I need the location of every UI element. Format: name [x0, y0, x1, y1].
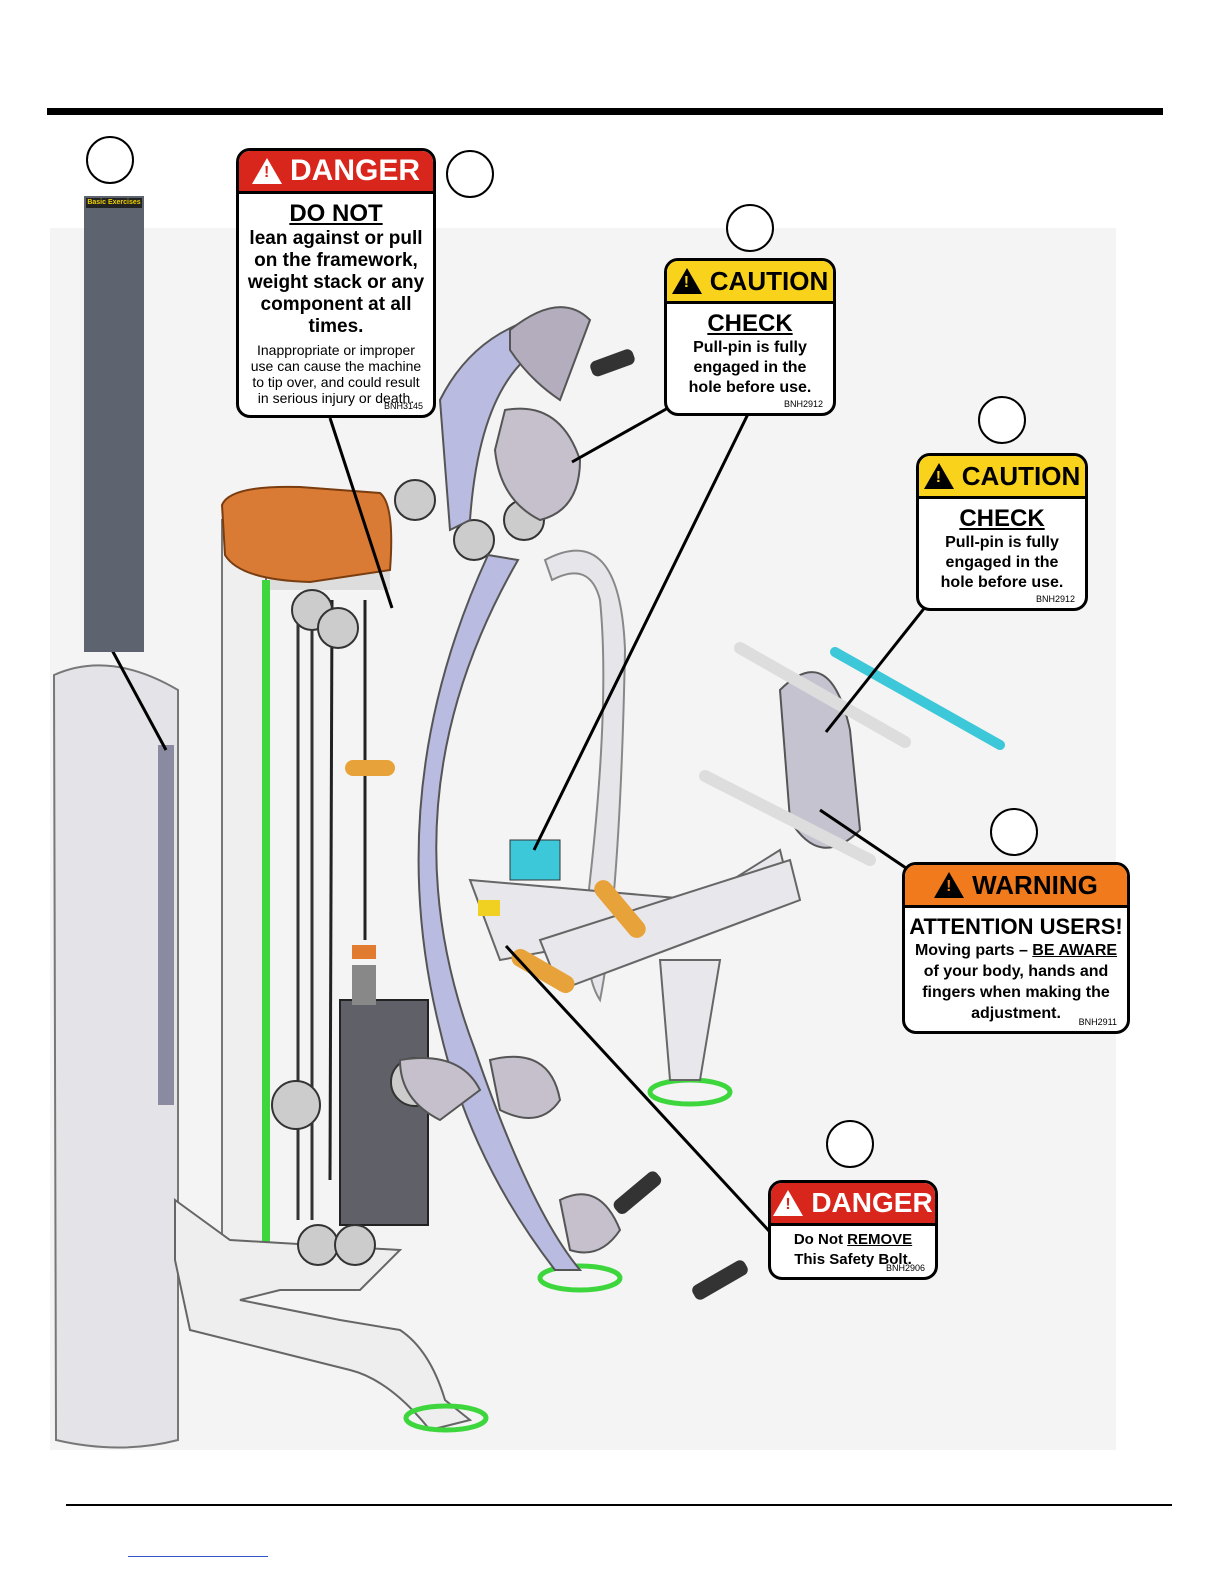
- top-cap: [220, 485, 393, 584]
- danger-label-bnh2906: DANGER Do Not REMOVE This Safety Bolt. B…: [768, 1180, 938, 1280]
- footer-link-underline: [128, 1556, 268, 1557]
- main-column: [221, 519, 267, 1291]
- caution-heading: CHECK: [707, 310, 793, 337]
- base-frame: [174, 1198, 473, 1432]
- lower-handle: [613, 1171, 662, 1215]
- callout-circle-6: [826, 1120, 874, 1168]
- label-code: BNH2911: [1078, 1017, 1117, 1027]
- roller: [511, 949, 575, 993]
- callout-circle-4: [978, 396, 1026, 444]
- caution-header: CAUTION: [667, 261, 833, 304]
- leader-line: [819, 808, 907, 870]
- lower-cam: [558, 1193, 622, 1254]
- leader-line: [328, 417, 394, 609]
- callout-circle-1: [86, 136, 134, 184]
- warning-triangle-icon: [671, 268, 702, 294]
- weight-stack: [339, 999, 429, 1226]
- warning-header: WARNING: [905, 865, 1127, 908]
- warning-triangle-icon: [923, 463, 954, 489]
- caution-label-bnh2912: CAUTION CHECK Pull-pin is fully engaged …: [664, 258, 836, 416]
- callout-circle-2: [446, 150, 494, 198]
- exercise-chart-title: Basic Exercises: [86, 198, 142, 208]
- pin-tag: [478, 900, 500, 916]
- bottom-rule: [66, 1504, 1172, 1506]
- leader-line: [824, 605, 928, 733]
- label-code: BNH2912: [1035, 594, 1075, 604]
- warning-triangle-icon: [251, 158, 282, 184]
- leader-line: [504, 944, 772, 1234]
- leg-bar: [734, 642, 911, 748]
- caution-heading: CHECK: [959, 505, 1045, 532]
- warning-triangle-icon: [773, 1190, 804, 1216]
- callout-circle-5: [990, 808, 1038, 856]
- callout-circle-3: [726, 204, 774, 252]
- leg-bar: [699, 770, 876, 866]
- danger-header: DANGER: [239, 151, 433, 194]
- label-code: BNH2906: [885, 1263, 925, 1273]
- rear-leg: [658, 959, 722, 1081]
- warning-heading: ATTENTION USERS!: [909, 914, 1123, 939]
- leader-line: [532, 413, 750, 851]
- leader-line: [571, 406, 669, 464]
- green-strip: [262, 580, 270, 1280]
- weight-pin: [352, 945, 376, 959]
- caution-body: Pull-pin is fully engaged in the hole be…: [940, 534, 1064, 591]
- danger-heading: DO NOT: [289, 200, 383, 227]
- top-rule: [47, 108, 1163, 115]
- label-code: BNH3145: [383, 401, 423, 411]
- upper-cam: [509, 306, 592, 402]
- danger-label-bnh3145: DANGER DO NOT lean against or pull on th…: [236, 148, 436, 418]
- cable: [328, 599, 334, 1181]
- danger-header: DANGER: [771, 1183, 935, 1226]
- selector-stem: [352, 965, 376, 1005]
- warning-body: Moving parts – BE AWARE of your body, ha…: [914, 942, 1118, 1022]
- warning-label-bnh2911: WARNING ATTENTION USERS! Moving parts – …: [902, 862, 1130, 1034]
- shroud-panel: [52, 664, 179, 1449]
- label-code: BNH2912: [783, 399, 823, 409]
- foot-pad: [537, 1263, 623, 1293]
- caution-body: Pull-pin is fully engaged in the hole be…: [688, 339, 812, 396]
- caution-header: CAUTION: [919, 456, 1085, 499]
- danger-body: lean against or pull on the framework, w…: [247, 228, 425, 337]
- caution-label-bnh2912-2: CAUTION CHECK Pull-pin is fully engaged …: [916, 453, 1088, 611]
- cyan-bar: [830, 647, 1005, 750]
- warning-triangle-icon: [934, 872, 965, 898]
- leader-line: [110, 649, 168, 751]
- roller: [345, 760, 395, 776]
- shroud-chart-placard: [158, 745, 174, 1105]
- danger-note: Inappropriate or improper use can cause …: [250, 342, 422, 406]
- lower-pivot: [488, 1055, 562, 1119]
- lower-handle: [692, 1260, 748, 1300]
- exercise-chart: [84, 196, 144, 652]
- roller: [594, 880, 646, 938]
- cam-plate: [493, 407, 582, 522]
- danger-bottom-body: Do Not REMOVE This Safety Bolt.: [793, 1231, 913, 1268]
- foot-pad: [403, 1403, 489, 1433]
- lower-pivot: [398, 1057, 482, 1122]
- upper-handle: [590, 349, 635, 377]
